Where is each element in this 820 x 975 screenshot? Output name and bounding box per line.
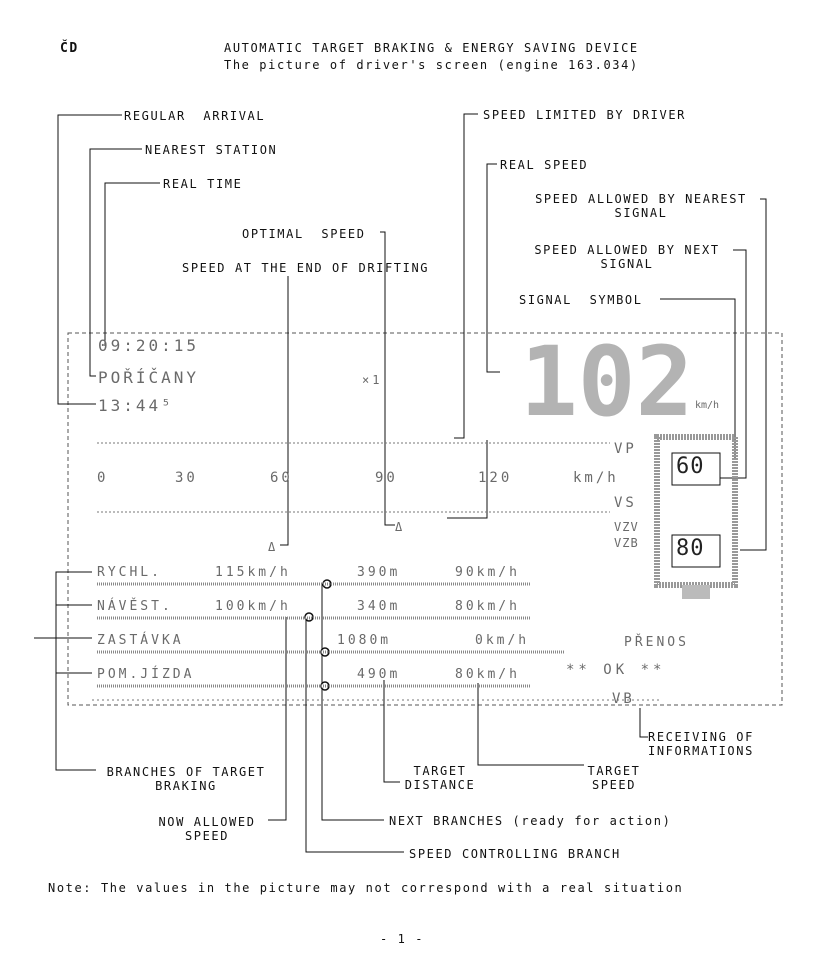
screen-station-mark: ×1 bbox=[362, 373, 383, 387]
branch-speed: 115km/h bbox=[215, 565, 291, 580]
label-speed-controlling: SPEED CONTROLLING BRANCH bbox=[409, 847, 621, 861]
signal-base bbox=[682, 585, 710, 599]
delta-marker-1: Δ bbox=[268, 540, 279, 554]
screen-vzv: VZV bbox=[614, 520, 639, 534]
label-real-speed: REAL SPEED bbox=[500, 158, 589, 172]
leader-drifting bbox=[280, 276, 289, 546]
leader-regular-arrival bbox=[57, 114, 122, 405]
screen-speed-unit: km/h bbox=[695, 400, 720, 411]
branch-dist: 1080m bbox=[337, 633, 392, 648]
leader-nearest-signal bbox=[740, 198, 767, 551]
label-speed-end-drifting: SPEED AT THE END OF DRIFTING bbox=[182, 261, 430, 275]
branch-target: 90km/h bbox=[455, 565, 520, 580]
label-nearest-station: NEAREST STATION bbox=[145, 143, 278, 157]
leader-target-distance bbox=[383, 680, 400, 783]
bracket-branches bbox=[55, 571, 96, 771]
page-subtitle: The picture of driver's screen (engine 1… bbox=[224, 58, 639, 72]
branch-speed: 100km/h bbox=[215, 599, 291, 614]
scale-tick-90: 90 bbox=[375, 470, 398, 486]
scale-tick-120: 120 bbox=[478, 470, 513, 486]
branch-name: RYCHL. bbox=[97, 565, 162, 580]
branch-target: 80km/h bbox=[455, 667, 520, 682]
leader-speed-controlling bbox=[305, 620, 404, 853]
screen-ok: ** OK ** bbox=[566, 662, 666, 678]
screen-vs: VS bbox=[614, 495, 637, 511]
screen-real-time: 09:20:15 bbox=[98, 336, 200, 355]
cd-logo: ČD bbox=[60, 41, 79, 56]
signal-next-frame bbox=[671, 534, 721, 568]
screen-station: POŘÍČANY bbox=[98, 368, 200, 387]
branch-dist: 490m bbox=[357, 667, 401, 682]
page-number: - 1 - bbox=[380, 932, 425, 946]
label-real-time: REAL TIME bbox=[163, 177, 243, 191]
leader-speed-limited bbox=[454, 113, 478, 439]
leader-target-speed bbox=[477, 683, 584, 766]
scale-tick-30: 30 bbox=[175, 470, 198, 486]
leader-real-speed bbox=[486, 163, 500, 373]
footnote: Note: The values in the picture may not … bbox=[48, 881, 684, 895]
label-optimal-speed: OPTIMAL SPEED bbox=[242, 227, 366, 241]
label-next-branches: NEXT BRANCHES (ready for action) bbox=[389, 814, 672, 828]
label-regular-arrival: REGULAR ARRIVAL bbox=[124, 109, 266, 123]
screen-vb: VB bbox=[612, 691, 635, 707]
leader-real-time bbox=[104, 182, 160, 346]
screen-prenos: PŘENOS bbox=[624, 635, 689, 650]
screen-arrival: 13:44⁵ bbox=[98, 396, 174, 415]
branch-name: ZASTÁVKA bbox=[97, 633, 184, 648]
label-speed-limited: SPEED LIMITED BY DRIVER bbox=[483, 108, 686, 122]
leader-signal-symbol bbox=[660, 298, 736, 460]
branch-name: POM.JÍZDA bbox=[97, 667, 195, 682]
leader-next-branches bbox=[321, 584, 384, 821]
branch-dist: 390m bbox=[357, 565, 401, 580]
scale-unit: km/h bbox=[573, 470, 619, 486]
delta-marker-2: Δ bbox=[395, 520, 406, 534]
scale-tick-0: 0 bbox=[97, 470, 109, 486]
branch-target: 0km/h bbox=[475, 633, 530, 648]
signal-near-value: 60 bbox=[676, 454, 705, 479]
screen-frame bbox=[67, 332, 783, 706]
leader-optimal bbox=[380, 231, 395, 526]
label-signal-symbol: SIGNAL SYMBOL bbox=[519, 293, 643, 307]
branch-target: 80km/h bbox=[455, 599, 520, 614]
screen-real-speed: 102 bbox=[520, 326, 694, 438]
signal-next-value: 80 bbox=[676, 536, 705, 561]
leader-real-speed-2 bbox=[447, 440, 488, 519]
screen-vp: VP bbox=[614, 441, 637, 457]
leader-nearest-station bbox=[89, 148, 142, 377]
branch-name: NÁVĚST. bbox=[97, 599, 173, 614]
screen-vzb: VZB bbox=[614, 536, 639, 550]
scale-tick-60: 60 bbox=[270, 470, 293, 486]
leader-receiving bbox=[639, 708, 648, 738]
page-title: AUTOMATIC TARGET BRAKING & ENERGY SAVING… bbox=[224, 41, 639, 55]
signal-near-frame bbox=[671, 452, 721, 486]
branch-dist: 340m bbox=[357, 599, 401, 614]
